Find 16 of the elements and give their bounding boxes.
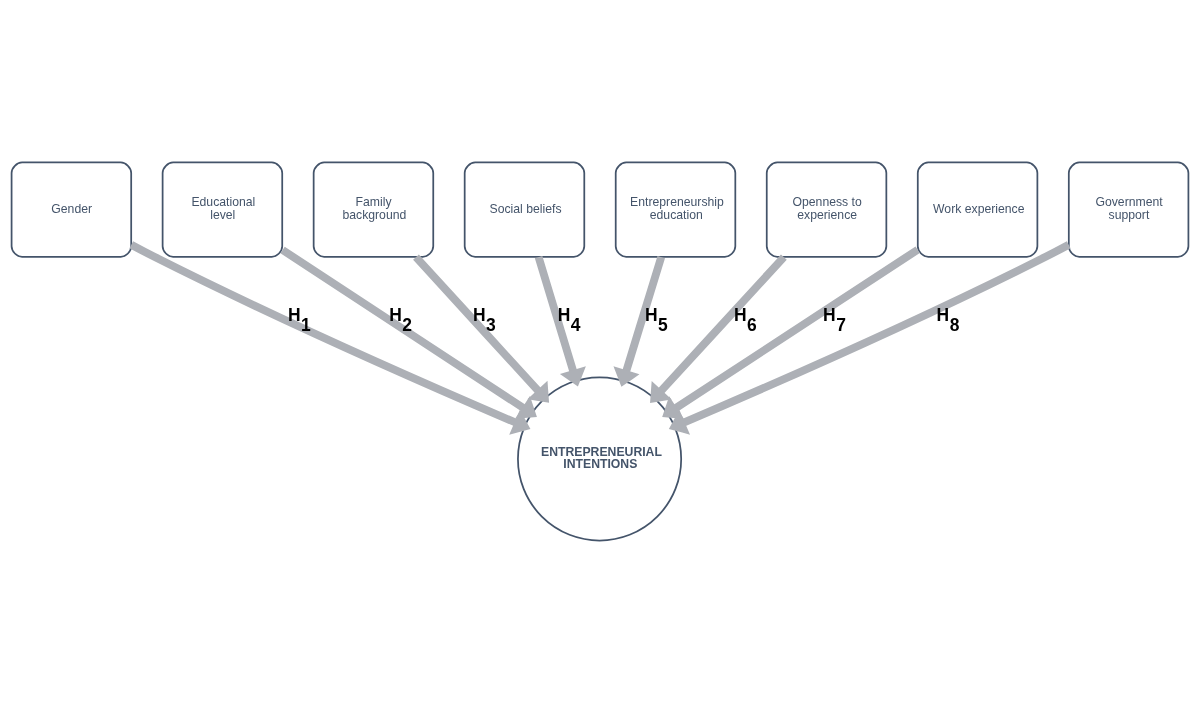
- arrow: [413, 253, 550, 403]
- arrow: [280, 246, 537, 419]
- node-box: Social beliefs: [463, 161, 586, 258]
- arrow: [534, 255, 586, 387]
- node-box: Family background: [312, 161, 435, 258]
- arrow: [129, 240, 531, 435]
- arrow: [613, 255, 665, 387]
- node-box: Gender: [10, 161, 133, 258]
- arrow: [668, 240, 1071, 435]
- node-box: Educational level: [161, 161, 284, 258]
- arrow: [650, 253, 787, 403]
- node-box: Government support: [1067, 161, 1190, 258]
- arrow: [662, 245, 920, 419]
- node-box: Work experience: [916, 161, 1039, 258]
- node-box: Entrepreneurship education: [614, 161, 737, 258]
- node-box: Openness to experience: [765, 161, 888, 258]
